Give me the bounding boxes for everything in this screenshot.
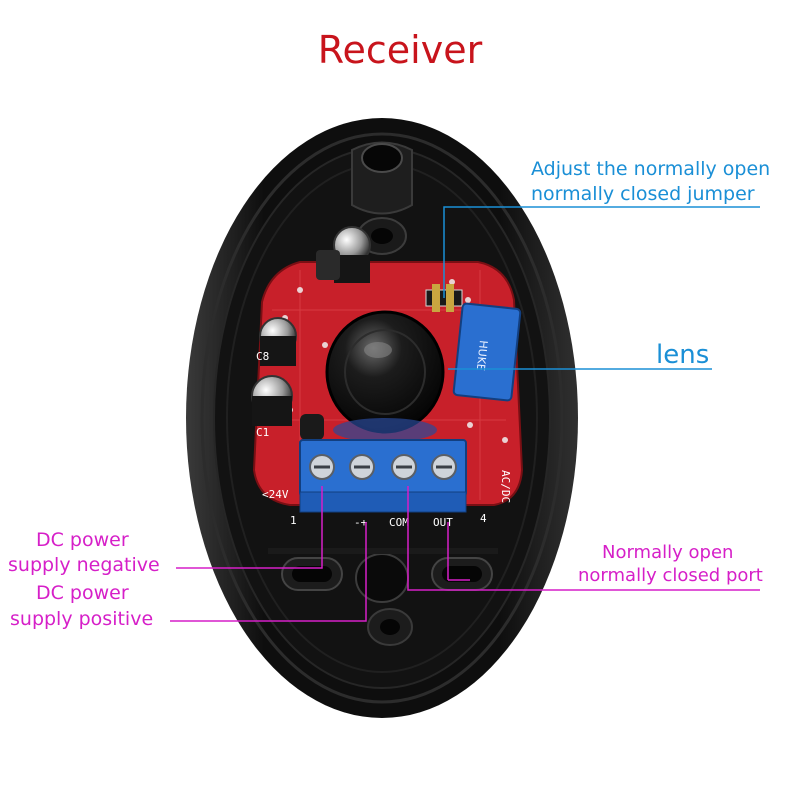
port-label-line2: normally closed port [578,565,763,586]
positive-label-line2: supply positive [10,608,154,630]
positive-label-line1: DC power [36,582,129,604]
marking-acdc: AC/DC [499,470,512,503]
pir-lens [325,310,445,442]
marking-c8: C8 [256,350,269,363]
jumper-label-line2: normally closed jumper [531,183,755,205]
bottom-mount-holes [268,548,498,646]
lens-label: lens [656,340,710,370]
negative-label-line2: supply negative [8,554,160,576]
diagram-title: Receiver [317,28,483,72]
marking-c1: C1 [256,426,269,439]
marking-pin-4: 4 [480,512,487,525]
marking-pin-2: -+ [354,516,368,529]
marking-pin-1: 1 [290,514,297,527]
port-label-line1: Normally open [602,542,734,563]
top-mount-hole [351,141,413,255]
negative-label-line1: DC power [36,529,129,551]
marking-out: OUT [433,516,453,529]
marking-24v: <24V [262,488,289,501]
blue-leader-lines [443,206,760,370]
capacitors [251,226,371,440]
terminal-block [299,439,467,513]
jumper-label-line1: Adjust the normally open [531,158,771,180]
relay: HUKE [452,302,522,402]
relay-brand: HUKE [474,340,490,372]
magenta-leader-lines [170,486,760,622]
marking-com: COM [389,516,409,529]
